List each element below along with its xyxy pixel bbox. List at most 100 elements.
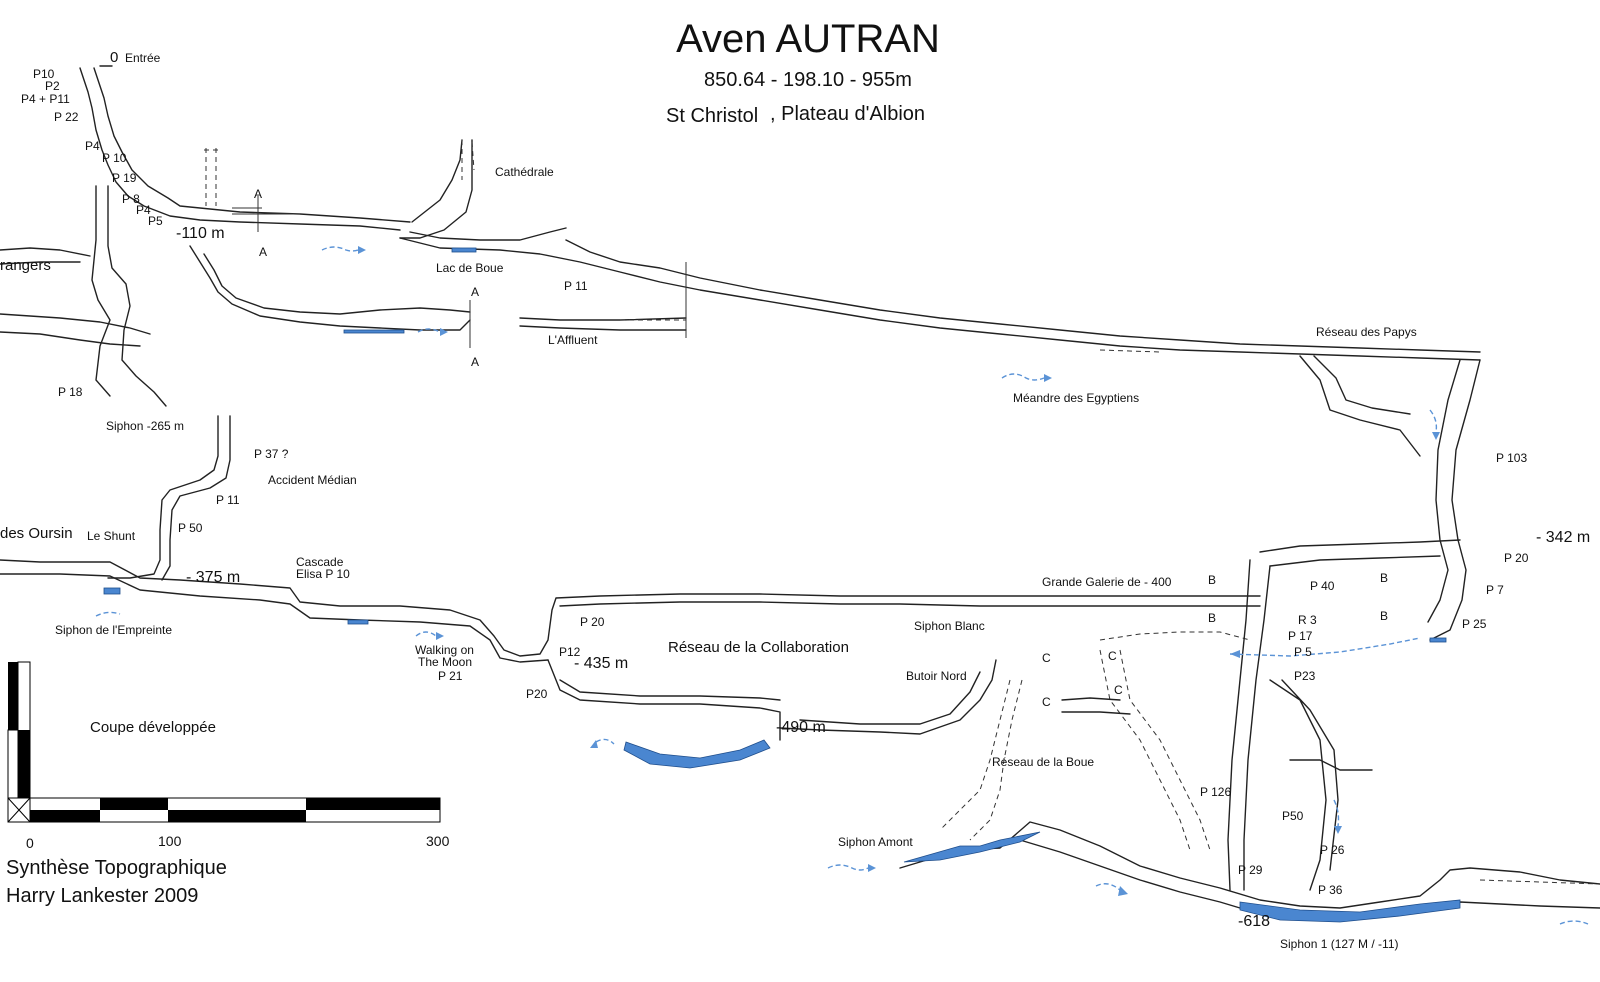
flow-arrow [827, 864, 869, 871]
galerie-water [347, 619, 369, 625]
label-p20-c: P 20 [1504, 551, 1529, 565]
label-grande-galerie: Grande Galerie de - 400 [1042, 575, 1172, 589]
label-p8: P 8 [122, 192, 140, 206]
scale-label-100: 100 [158, 833, 182, 849]
label-depth-618: -618 [1238, 913, 1270, 930]
flow-arrow [1429, 409, 1438, 433]
label-section-b: B [1380, 571, 1388, 585]
label-lac-de-boue: Lac de Boue [436, 261, 504, 275]
label-p37: P 37 ? [254, 447, 289, 461]
label-meandre-egyptiens: Méandre des Egyptiens [1013, 391, 1139, 405]
map-title: Aven AUTRAN [676, 17, 940, 61]
label-p21: P 21 [438, 669, 463, 683]
flow-arrow [1229, 637, 1421, 657]
label-section-a: A [259, 245, 267, 259]
label-p50: P 50 [178, 521, 203, 535]
label-reseau-papys: Réseau des Papys [1316, 325, 1417, 339]
flow-arrow [1333, 799, 1340, 827]
p25-water [1429, 637, 1447, 643]
lac-de-boue-water [451, 247, 477, 253]
label-laffluent: L'Affluent [548, 333, 598, 347]
label-section-c: C [1042, 695, 1051, 709]
label-cathedrale: Cathédrale [495, 165, 554, 179]
label-rangers: rangers [0, 257, 51, 274]
label-section-a: A [254, 187, 262, 201]
label-p7: P 7 [1486, 583, 1504, 597]
flow-arrow [1095, 883, 1121, 891]
map-location-plateau: , Plateau d'Albion [770, 103, 925, 125]
flow-arrowhead [1432, 432, 1440, 440]
label-p126: P 126 [1200, 785, 1231, 799]
affluent-water [343, 329, 405, 334]
empreinte-water [103, 587, 121, 595]
flow-arrowhead [1230, 650, 1240, 658]
label-cascade: Cascade [296, 555, 344, 569]
flow-arrow [1001, 373, 1045, 381]
label-accident-median: Accident Médian [268, 473, 357, 487]
label-p23: P23 [1294, 669, 1316, 683]
label-p103: P 103 [1496, 451, 1527, 465]
label-entree: Entrée [125, 51, 161, 65]
flow-arrow [595, 738, 615, 745]
label-p5-b: P 5 [1294, 645, 1312, 659]
siphon-1-water [1239, 899, 1461, 923]
label-p20-b: P20 [526, 687, 548, 701]
label-p17: P 17 [1288, 629, 1313, 643]
label-reseau-collaboration: Réseau de la Collaboration [668, 639, 849, 656]
label-p25: P 25 [1462, 617, 1487, 631]
label-le-shunt: Le Shunt [87, 529, 136, 543]
label-section-b: B [1208, 611, 1216, 625]
flow-arrowhead [868, 864, 876, 872]
flow-arrow [1559, 920, 1589, 925]
label-p4-b: P4 [136, 203, 151, 217]
label-p19: P 19 [112, 171, 137, 185]
map-location-commune: St Christol [666, 105, 758, 127]
scale-label-300: 300 [426, 833, 450, 849]
label-reseau-boue: Réseau de la Boue [992, 755, 1094, 769]
flow-arrow [321, 246, 359, 252]
flow-arrow [417, 328, 441, 333]
label-p40: P 40 [1310, 579, 1335, 593]
flow-arrow [95, 611, 121, 617]
scale-bar: 0 100 300 [7, 661, 450, 851]
label-p2: P2 [45, 79, 60, 93]
cave-passages [0, 65, 1600, 921]
label-the-moon: The Moon [418, 655, 472, 669]
label-p29: P 29 [1238, 863, 1263, 877]
label-cascade-elisa: Elisa P 10 [296, 567, 350, 581]
label-p36: P 36 [1318, 883, 1343, 897]
label-section-b: B [1380, 609, 1388, 623]
label-section-c: C [1114, 683, 1123, 697]
label-siphon-265: Siphon -265 m [106, 419, 184, 433]
label-des-oursin: des Oursin [0, 525, 73, 542]
label-p18: P 18 [58, 385, 83, 399]
flow-arrowhead [436, 632, 444, 640]
scale-label-zero: 0 [26, 835, 34, 851]
label-p20: P 20 [580, 615, 605, 629]
label-p10-b: P 10 [102, 151, 127, 165]
flow-arrowhead [590, 740, 598, 748]
survey-labels: 0 Entrée P10 P2 P4 + P11 P 22 P4 P 10 P … [0, 49, 1590, 951]
label-section-b: B [1208, 573, 1216, 587]
label-p22: P 22 [54, 110, 79, 124]
label-section-a: A [471, 285, 479, 299]
label-p26: P 26 [1320, 843, 1345, 857]
label-depth-375: - 375 m [186, 569, 240, 586]
label-depth-110: -110 m [176, 225, 225, 242]
water-bodies [103, 247, 1461, 923]
section-type-label: Coupe développée [90, 719, 216, 736]
collaboration-lake [623, 739, 771, 769]
label-siphon-amont: Siphon Amont [838, 835, 913, 849]
label-entree-depth: 0 [110, 49, 118, 66]
flow-arrows [95, 246, 1589, 925]
label-p50-b: P50 [1282, 809, 1304, 823]
flow-arrowhead [1118, 886, 1128, 896]
label-siphon-blanc: Siphon Blanc [914, 619, 985, 633]
flow-arrowhead [1044, 374, 1052, 382]
label-p5: P5 [148, 214, 163, 228]
credit-synthese: Synthèse Topographique [6, 857, 227, 879]
label-p11-b: P 11 [216, 493, 240, 507]
flow-arrow [415, 631, 437, 637]
siphon-amont-water [903, 831, 1041, 863]
